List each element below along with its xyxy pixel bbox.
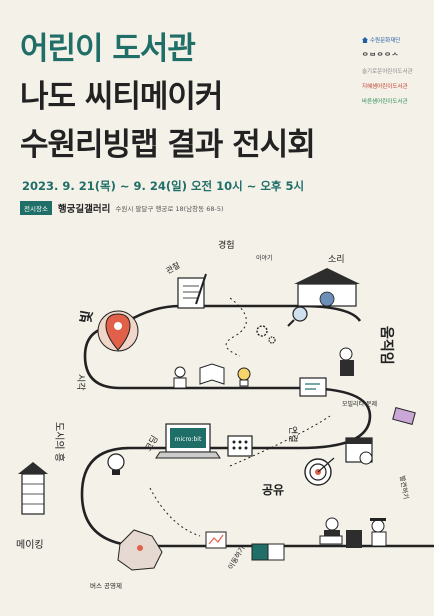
label-gwanchal: 관찰 xyxy=(164,259,182,275)
label-koding: 코딩 xyxy=(143,434,161,454)
region-map-icon xyxy=(117,529,163,571)
person-laptop-icon xyxy=(319,517,343,545)
calendar-icon xyxy=(345,437,373,465)
title-line-3: 수원리빙랩 결과 전시회 xyxy=(20,127,316,163)
title-line-1: 어린이 도서관 xyxy=(20,31,196,67)
label-iyagi: 이야기 xyxy=(256,254,273,262)
label-mobility: 모빌리티 문제 xyxy=(342,400,377,408)
logo-text: 지혜샘어린이도서관 xyxy=(362,84,408,90)
notebook-icon xyxy=(177,273,207,309)
illustration: micro:bit xyxy=(16,239,434,590)
dotted-link-3 xyxy=(149,487,201,537)
label-sori: 소리 xyxy=(328,254,345,265)
fortress-gate-icon xyxy=(287,268,360,327)
event-date: 2023. 9. 21(목) ~ 9. 24(일) 오전 10시 ~ 오후 5시 xyxy=(22,179,305,193)
watchtower-icon xyxy=(18,462,48,515)
venue-name: 행궁길갤러리 xyxy=(57,204,111,215)
house-icon xyxy=(362,37,368,43)
logo-4: 지혜샘어린이도서관 xyxy=(362,82,408,90)
venue-row: 전시장소 행궁길갤러리 수원시 팔달구 행궁로 18(남창동 68-5) xyxy=(20,200,224,216)
venue-address: 수원시 팔달구 행궁로 18(남창동 68-5) xyxy=(115,205,224,213)
label-yeongyeol: 연결 xyxy=(287,426,298,443)
label-idong: 이동하기 xyxy=(226,544,247,571)
road-upper-branch xyxy=(119,304,362,328)
lightbulb-icon xyxy=(107,453,125,475)
gear-icon xyxy=(256,325,276,344)
ticket-icon xyxy=(392,407,416,425)
puzzle-icon xyxy=(251,543,285,561)
graduate-icon xyxy=(346,518,387,548)
label-bit: 빛 xyxy=(78,309,96,325)
map-pin-icon xyxy=(97,310,139,352)
label-sigak: 시각 xyxy=(75,374,87,391)
label-gyeongheom: 경험 xyxy=(218,239,235,251)
microbit-label: micro:bit xyxy=(175,436,202,443)
people-reading-icon xyxy=(173,363,251,389)
winding-road xyxy=(80,324,434,548)
dotted-link-2 xyxy=(229,415,331,467)
logo-3: 슬기로운어린이도서관 xyxy=(362,67,413,75)
label-gongyu: 공유 xyxy=(262,483,284,497)
logo-suwon-foundation: 수원문화재단 xyxy=(362,36,400,44)
title-line-2: 나도 씨티메이커 xyxy=(20,79,223,115)
chart-icon xyxy=(205,531,227,549)
laptop-icon: micro:bit xyxy=(155,423,221,459)
target-icon xyxy=(304,457,335,486)
label-bus: 버스 공영제 xyxy=(90,581,122,590)
logo-text: ᄋᄇᄋᄋᄉ xyxy=(362,52,400,60)
presentation-board-icon xyxy=(299,347,354,397)
label-making: 메이킹 xyxy=(16,539,44,551)
venue-badge: 전시장소 xyxy=(20,201,52,215)
logo-2: ᄋᄇᄋᄋᄉ xyxy=(362,51,399,61)
logo-text: 바른샘어린이도서관 xyxy=(362,99,408,105)
logo-text: 수원문화재단 xyxy=(370,38,401,44)
label-dosi: 도시의 흥 xyxy=(53,422,66,462)
label-balgyeon: 발견하기 xyxy=(398,475,411,500)
logo-text: 슬기로운어린이도서관 xyxy=(362,69,413,75)
label-umjigim: 움직임 xyxy=(378,326,395,365)
circuit-board-icon xyxy=(227,435,253,457)
logo-5: 바른샘어린이도서관 xyxy=(362,97,408,105)
